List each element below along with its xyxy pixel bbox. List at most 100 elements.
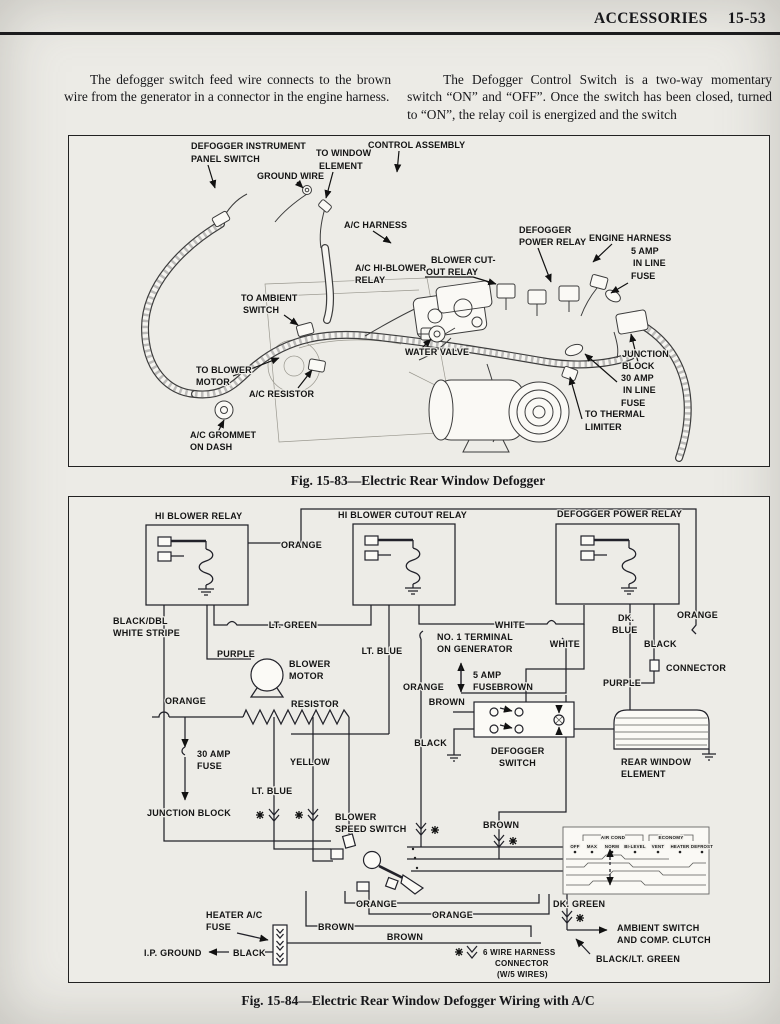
- diagram-label: A/C HARNESS: [344, 220, 407, 230]
- water-valve: [417, 325, 456, 343]
- connector-symbol: [649, 659, 660, 672]
- leader-arrows: [207, 151, 639, 435]
- diagram-label: ORANGE: [677, 610, 718, 620]
- diagram-label: WATER VALVE: [405, 347, 469, 357]
- diagram-label: POWER RELAY: [519, 237, 586, 247]
- diagram-label: NO. 1 TERMINAL: [437, 632, 513, 642]
- instrument-switch-connector: [211, 211, 231, 228]
- schematic-wires: [152, 508, 697, 957]
- diagram-label: ENGINE HARNESS: [589, 233, 671, 243]
- rear-window-element-symbol: [613, 709, 716, 761]
- window-element-connector: [318, 199, 332, 213]
- inline-fuse-5amp: [605, 289, 621, 303]
- diagram-label: BLACK: [414, 738, 447, 748]
- diagram-label: GROUND WIRE: [257, 171, 324, 181]
- relay-internals: [156, 535, 216, 597]
- diagram-label: AIR COND: [601, 835, 626, 840]
- diagram-label: BLACK/LT. GREEN: [596, 954, 680, 964]
- diagram-label: ON GENERATOR: [437, 644, 513, 654]
- diagram-label: ORANGE: [356, 899, 397, 909]
- blower-motor-symbol: [249, 658, 285, 698]
- diagram-label: 5 AMP: [631, 246, 659, 256]
- diagram-label: BI-LEVEL: [624, 844, 646, 849]
- relay-internals: [579, 534, 639, 596]
- diagram-label: TO WINDOW: [316, 148, 372, 158]
- diagram-label: FUSE: [206, 922, 231, 932]
- diagram-label: IN LINE: [623, 385, 656, 395]
- ambient-switch-connector: [295, 322, 315, 338]
- diagram-label: CONTROL ASSEMBLY: [368, 140, 465, 150]
- diagram-label: BLOWER: [289, 659, 331, 669]
- control-assembly: [412, 280, 493, 341]
- diagram-label: ORANGE: [403, 682, 444, 692]
- diagram-label: BLUE: [612, 625, 638, 635]
- header-page-number: 15-53: [727, 10, 766, 27]
- diagram-label: WHITE: [550, 639, 580, 649]
- diagram-label: 5 AMP: [473, 670, 501, 680]
- diagram-label: PANEL SWITCH: [191, 154, 260, 164]
- diagram-label: 30 AMP: [197, 749, 231, 759]
- diagram-label: TO BLOWER: [196, 365, 252, 375]
- defogger-switch-symbol: [473, 701, 575, 738]
- diagram-label: A/C GROMMET: [190, 430, 256, 440]
- harness-components: [211, 185, 649, 453]
- relay-blob-1: [496, 283, 516, 299]
- diagram-label: MOTOR: [196, 377, 230, 387]
- diagram-label: REAR WINDOW: [621, 757, 691, 767]
- diagram-label: IN LINE: [633, 258, 666, 268]
- diagram-label: FUSE: [197, 761, 222, 771]
- diagram-label: ORANGE: [165, 696, 206, 706]
- diagram-label: CONNECTOR: [495, 959, 549, 968]
- intro-columns: The defogger switch feed wire connects t…: [64, 71, 772, 123]
- diagram-label: ORANGE: [432, 910, 473, 920]
- diagram-label: PURPLE: [603, 678, 641, 688]
- diagram-label: JUNCTION BLOCK: [147, 808, 231, 818]
- diagram-label: VENT: [652, 844, 665, 849]
- diagram-label: ON DASH: [190, 442, 232, 452]
- diagram-label: SWITCH: [499, 758, 536, 768]
- diagram-label: LIMITER: [585, 422, 622, 432]
- ac-grommet: [214, 400, 234, 420]
- diagram-label: SPEED SWITCH: [335, 824, 407, 834]
- ac-compressor: [428, 379, 570, 453]
- diagram-label: LT. BLUE: [362, 646, 403, 656]
- diagram-label: RESISTOR: [291, 699, 339, 709]
- diagram-label: DEFOGGER: [519, 225, 572, 235]
- diagram-label: DEFOGGER: [491, 746, 545, 756]
- relay-blob-2: [527, 289, 547, 305]
- diagram-label: BROWN: [387, 932, 423, 942]
- diagram-label: I.P. GROUND: [144, 948, 202, 958]
- relay-internals: [363, 534, 423, 596]
- diagram-label: BLOCK: [622, 361, 655, 371]
- diagram-label: HI BLOWER RELAY: [155, 511, 242, 521]
- diagram-label: MAX: [587, 844, 597, 849]
- blower-speed-switch-art: [330, 833, 425, 896]
- diagram-label: SWITCH: [243, 305, 279, 315]
- figure-15-84: HI BLOWER RELAY HI BLOWER CUTOUT RELAY DEF…: [68, 496, 770, 984]
- relay-blob-3: [558, 285, 580, 302]
- diagram-label: HI BLOWER CUTOUT RELAY: [338, 510, 467, 520]
- diagram-label: NORM: [605, 844, 619, 849]
- diagram-label: DK.: [618, 613, 634, 623]
- diagram-label: AMBIENT SWITCH: [617, 923, 700, 933]
- diagram-label: MOTOR: [289, 671, 324, 681]
- ac-resistor-blob: [307, 358, 326, 373]
- diagram-label: 6 WIRE HARNESS: [483, 948, 556, 957]
- diagram-label: DEFROST: [691, 844, 713, 849]
- diagram-label: BROWN: [497, 682, 533, 692]
- diagram-label: BLOWER CUT-: [431, 255, 496, 265]
- diagram-label: OUT RELAY: [426, 267, 478, 277]
- junction-block-blob: [615, 309, 649, 335]
- diagram-label: LT. BLUE: [252, 786, 293, 796]
- diagram-label: RELAY: [355, 275, 385, 285]
- hi-blower-cutout-relay-box: [352, 523, 456, 606]
- harness-wires: [220, 193, 619, 443]
- heater-ac-fuse-symbol: [272, 924, 288, 966]
- diagram-label: FUSE: [631, 271, 655, 281]
- diagram-label: FUSE: [621, 398, 645, 408]
- hi-blower-relay-box: [145, 524, 249, 606]
